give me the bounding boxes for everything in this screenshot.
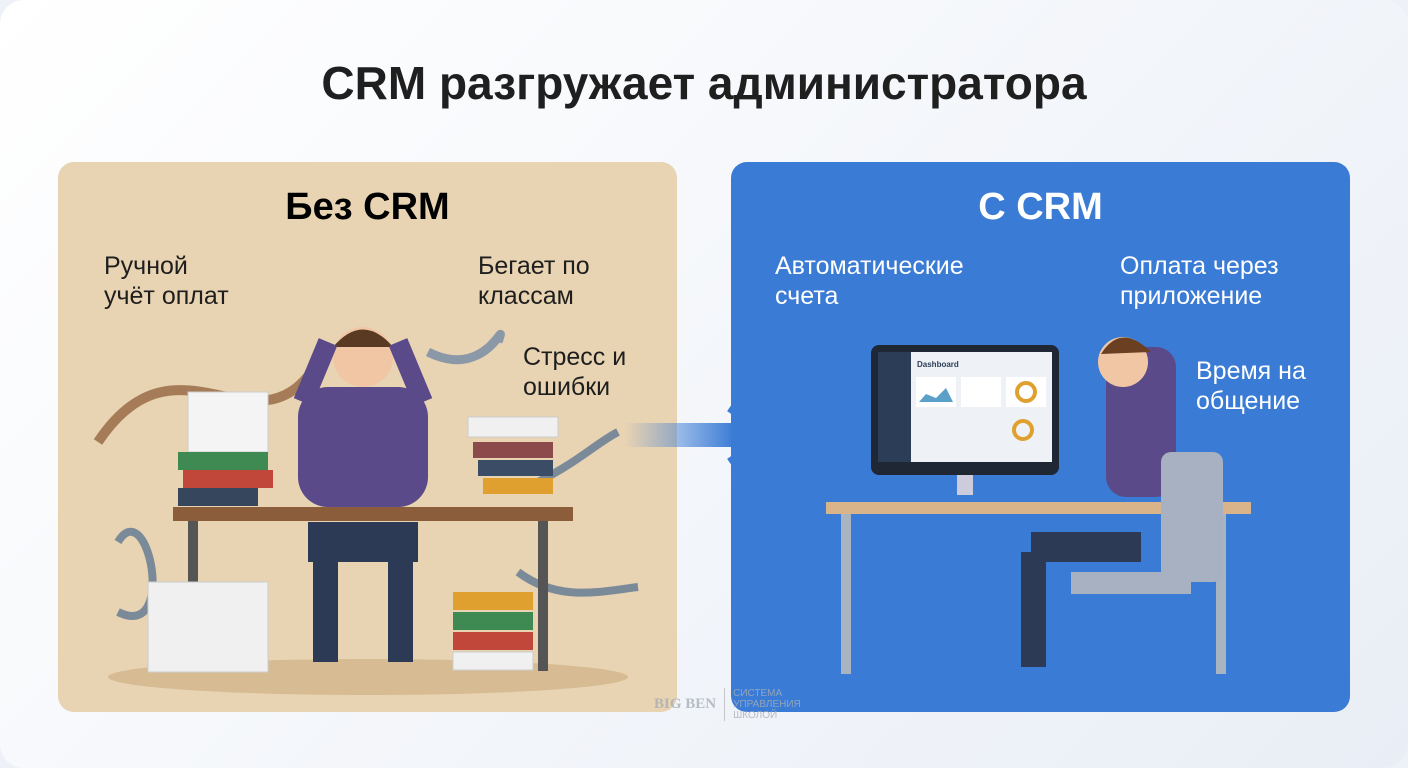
without-crm-heading: Без CRM [285,186,450,228]
logo-subtitle: СИСТЕМА УПРАВЛЕНИЯ ШКОЛОЙ [724,688,801,721]
transition-arrow-icon [625,405,779,465]
without-crm-panel: Без CRM [58,162,677,712]
label-auto-invoices: Автоматические счета [775,252,964,310]
label-stress-errors: Стресс и ошибки [523,343,627,401]
watermark-logo: BIG BEN СИСТЕМА УПРАВЛЕНИЯ ШКОЛОЙ [654,688,801,721]
calm-admin-illustration [826,337,1251,674]
page-title: CRM разгружает администратора [321,57,1087,109]
monitor-screen-title: Dashboard [917,360,959,369]
label-manual-payments: Ручной учёт оплат [104,252,229,310]
logo-text: BIG BEN [654,696,717,712]
with-crm-heading: С CRM [978,186,1103,228]
label-runs-classes: Бегает по классам [478,252,590,310]
stressed-admin-illustration [93,327,639,695]
label-app-payment: Оплата через приложение [1120,252,1279,310]
with-crm-panel: Dashboard С CRM [731,162,1350,712]
label-time-communication: Время на общение [1196,357,1306,415]
